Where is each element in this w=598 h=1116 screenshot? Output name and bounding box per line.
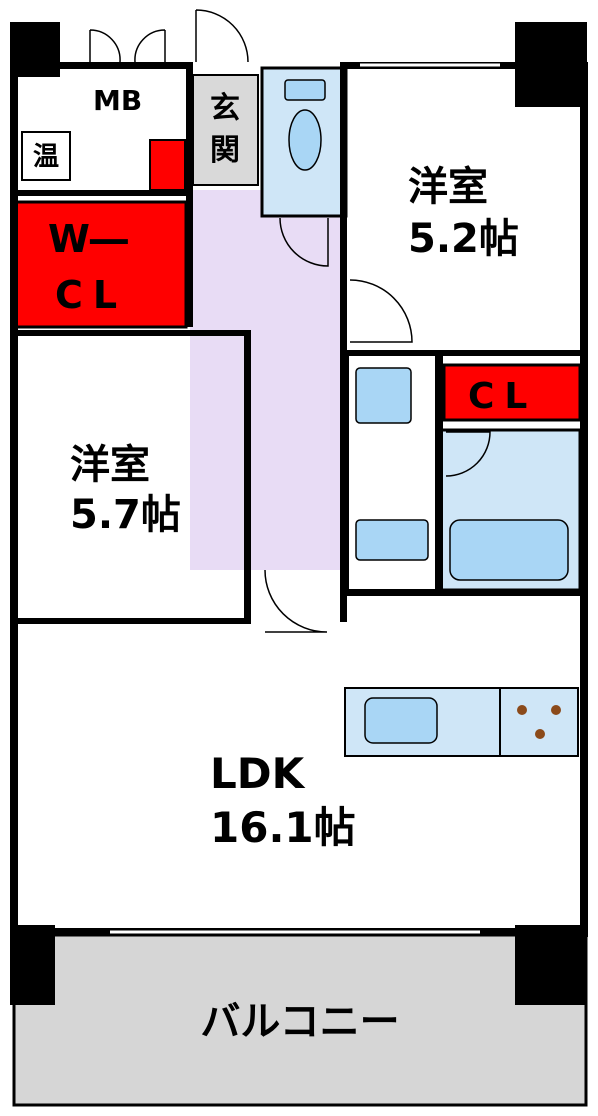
washing-machine xyxy=(355,367,412,424)
label-balcony: バルコニー xyxy=(200,999,399,1045)
bathtub xyxy=(449,519,569,581)
label-room-b-size: 5.7帖 xyxy=(70,492,181,538)
wall-room-b-bottom xyxy=(10,618,251,624)
wall-room-b-right xyxy=(244,330,251,620)
wall-left xyxy=(10,62,18,937)
kitchen-sink xyxy=(364,697,438,744)
label-ldk-name: LDK xyxy=(210,749,306,798)
door-room-a xyxy=(349,279,413,343)
mb-closet-red xyxy=(149,139,186,191)
pillar-bottom-left xyxy=(10,925,55,1005)
label-cl: CL xyxy=(468,376,537,417)
genkan-area xyxy=(192,74,259,186)
label-wcl-line2: CL xyxy=(55,273,127,317)
toilet-bowl xyxy=(288,109,322,171)
door-toilet xyxy=(279,217,329,267)
label-room-a-size: 5.2帖 xyxy=(408,216,519,262)
wall-mb-bottom xyxy=(10,190,190,196)
door-mb-top xyxy=(89,29,166,63)
wall-genkan-left xyxy=(186,62,193,327)
wall-top-left xyxy=(10,62,190,69)
wall-room-b-top xyxy=(10,330,250,336)
label-genkan-2: 関 xyxy=(210,133,240,168)
label-room-a-name: 洋室 xyxy=(408,164,488,210)
label-genkan-1: 玄 xyxy=(210,91,240,126)
stove-burner-1 xyxy=(517,705,527,715)
label-onsui: 温 xyxy=(33,142,59,172)
label-wcl-line1: W― xyxy=(48,217,128,261)
pillar-top-right xyxy=(515,22,587,107)
wall-wet-bottom xyxy=(340,590,588,596)
wall-right xyxy=(580,62,588,937)
wash-basin xyxy=(355,519,429,561)
wall-bath-left xyxy=(436,350,443,595)
cl-closet xyxy=(442,363,582,422)
wall-room-a-bottom xyxy=(340,350,588,356)
label-ldk-size: 16.1帖 xyxy=(210,803,356,852)
pillar-bottom-right xyxy=(515,925,587,1005)
pillar-top-left xyxy=(10,22,60,77)
label-mb: MB xyxy=(93,84,142,117)
label-room-b-name: 洋室 xyxy=(70,442,150,488)
wall-corridor-right xyxy=(340,62,347,622)
door-genkan-top xyxy=(195,9,249,63)
hallway xyxy=(190,190,340,570)
stove-burner-2 xyxy=(551,705,561,715)
onsui-box xyxy=(21,131,71,181)
door-bath xyxy=(445,431,491,477)
door-room-b xyxy=(264,569,328,633)
toilet-tank xyxy=(284,79,326,101)
stove-burner-3 xyxy=(535,729,545,739)
balcony-area xyxy=(12,933,588,1107)
